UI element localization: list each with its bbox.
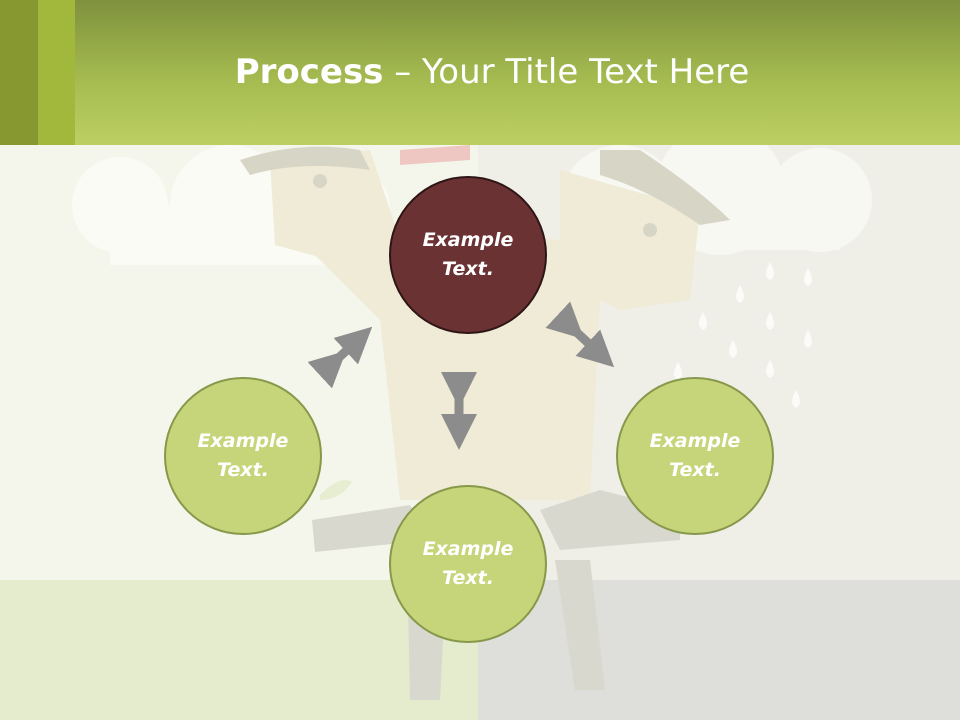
slide-title: Process – Your Title Text Here [0, 52, 960, 92]
node-bottom-circle: Example Text. [389, 485, 547, 643]
accent-bar-light [38, 0, 75, 145]
node-left-circle: Example Text. [164, 377, 322, 535]
arrow-top-left [307, 326, 373, 389]
arrow-top-right [545, 301, 615, 368]
title-bar [0, 0, 960, 145]
node-left-label: Example Text. [197, 430, 289, 481]
background-illustration [0, 145, 960, 720]
node-bottom-label: Example Text. [422, 538, 514, 589]
title-rest: – Your Title Text Here [383, 52, 750, 92]
node-top-label: Example Text. [422, 229, 514, 280]
node-right-label: Example Text. [649, 430, 741, 481]
node-right-circle: Example Text. [616, 377, 774, 535]
node-top-circle: Example Text. [389, 176, 547, 334]
title-bold: Process [234, 52, 384, 92]
accent-bar-dark [0, 0, 38, 145]
